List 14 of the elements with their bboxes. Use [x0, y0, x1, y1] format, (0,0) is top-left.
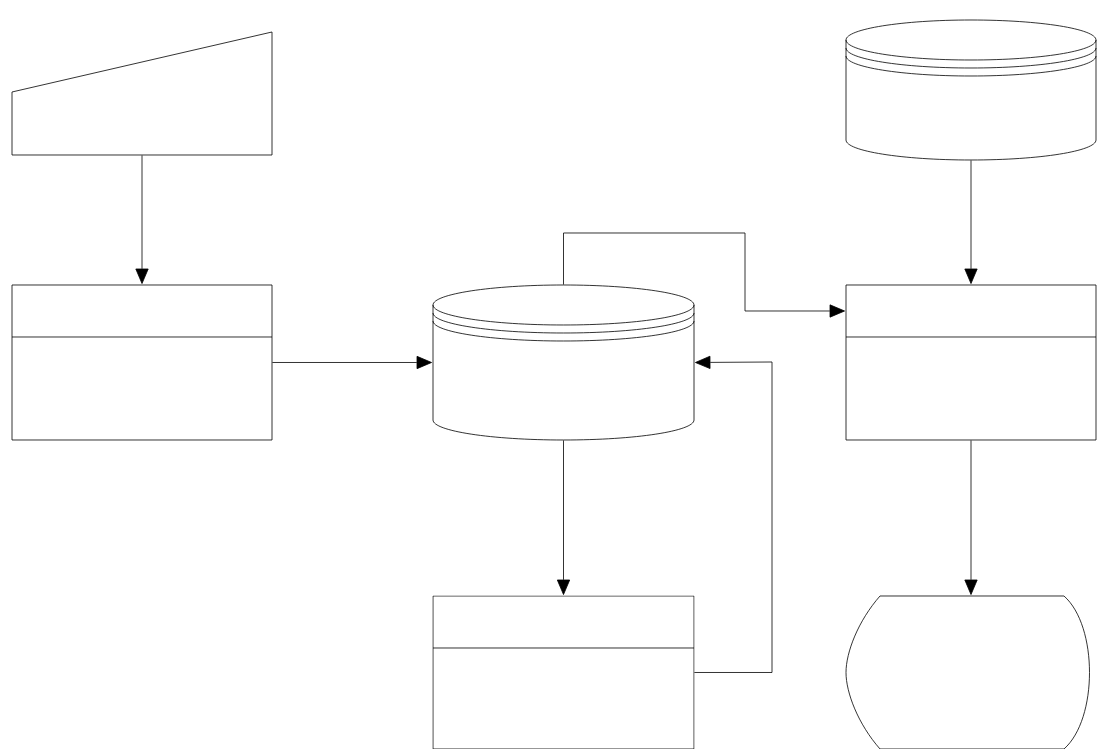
manual-input-shape: [11, 31, 273, 156]
arrow: [563, 232, 845, 318]
process-box: [845, 284, 1097, 441]
display-shape: [845, 595, 1090, 749]
arrow: [964, 440, 978, 595]
database-cylinder: [432, 284, 695, 441]
arrow: [556, 440, 571, 595]
arrow: [694, 355, 773, 673]
process-box: [432, 595, 695, 749]
process-box: [11, 284, 273, 441]
arrow: [135, 155, 149, 284]
arrow: [964, 160, 978, 284]
database-cylinder: [845, 19, 1097, 161]
arrow: [272, 355, 432, 370]
